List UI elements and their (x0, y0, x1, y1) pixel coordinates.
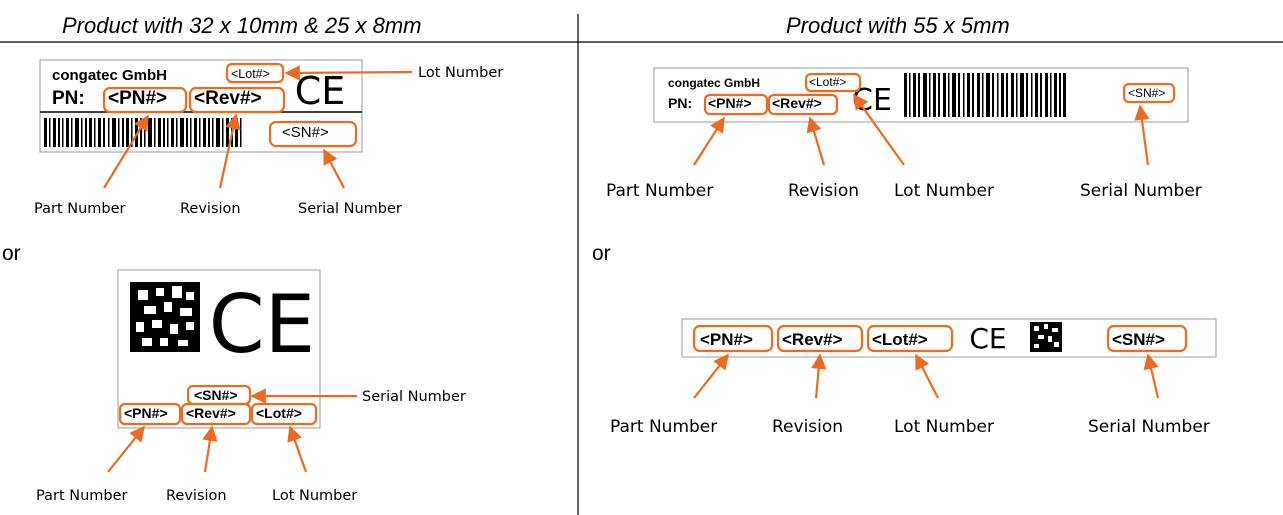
pn-prefix: PN: (52, 88, 85, 109)
caption-lot-number: Lot Number (894, 417, 994, 437)
pn-tag: <PN#> (124, 405, 168, 421)
company-name: congatec GmbH (668, 76, 760, 90)
label-left-bottom: CE <SN#> <PN#> <Rev#> <Lot#> (117, 269, 321, 429)
caption-revision: Revision (772, 417, 843, 437)
datamatrix-code (1030, 322, 1062, 352)
caption-revision: Revision (166, 488, 227, 504)
or-right: or (592, 242, 611, 265)
pn-prefix: PN: (668, 95, 692, 111)
sn-tag: <SN#> (194, 387, 238, 403)
caption-part-number: Part Number (606, 181, 713, 201)
barcode (44, 118, 242, 147)
left-top-arrows (103, 65, 413, 189)
caption-serial-number: Serial Number (362, 389, 466, 405)
rev-tag: <Rev#> (186, 405, 236, 421)
caption-serial-number: Serial Number (1088, 417, 1210, 437)
pn-tag: <PN#> (700, 330, 753, 349)
right-top-arrows (693, 93, 1150, 166)
right-bottom-arrows (693, 353, 1160, 399)
ce-mark: CE (969, 322, 1006, 355)
label-right-top: congatec GmbH PN: <PN#> <Rev#> <Lot#> CE… (653, 67, 1189, 123)
rev-tag: <Rev#> (782, 330, 843, 349)
lot-tag: <Lot#> (231, 67, 270, 81)
caption-lot-number: Lot Number (894, 181, 994, 201)
lot-tag: <Lot#> (809, 75, 846, 89)
caption-revision: Revision (788, 181, 859, 201)
left-heading: Product with 32 x 10mm & 25 x 8mm (62, 13, 421, 38)
left-bottom-arrows (107, 388, 357, 473)
caption-serial-number: Serial Number (298, 201, 402, 217)
datamatrix-code (130, 282, 200, 352)
or-left: or (2, 242, 21, 265)
caption-part-number: Part Number (34, 201, 126, 217)
caption-part-number: Part Number (610, 417, 717, 437)
pn-tag: <PN#> (108, 88, 167, 109)
caption-revision: Revision (180, 201, 241, 217)
sn-tag: <SN#> (1128, 86, 1165, 100)
label-left-top: congatec GmbH <Lot#> PN: <PN#> <Rev#> CE (39, 59, 363, 153)
company-name: congatec GmbH (52, 67, 167, 84)
sn-tag: <SN#> (282, 124, 329, 141)
sn-tag: <SN#> (1112, 330, 1165, 349)
caption-part-number: Part Number (36, 488, 128, 504)
pn-tag: <PN#> (708, 95, 752, 111)
caption-lot-number: Lot Number (272, 488, 357, 504)
caption-lot-number: Lot Number (418, 65, 503, 81)
lot-tag: <Lot#> (256, 405, 302, 421)
ce-mark: CE (295, 69, 346, 113)
rev-tag: <Rev#> (194, 88, 262, 109)
lot-tag: <Lot#> (872, 330, 928, 349)
ce-mark: CE (209, 278, 315, 371)
barcode (904, 73, 1066, 117)
caption-serial-number: Serial Number (1080, 181, 1202, 201)
right-heading: Product with 55 x 5mm (786, 13, 1010, 38)
label-right-bottom: <PN#> <Rev#> <Lot#> CE <SN#> (681, 318, 1217, 358)
rev-tag: <Rev#> (772, 95, 822, 111)
